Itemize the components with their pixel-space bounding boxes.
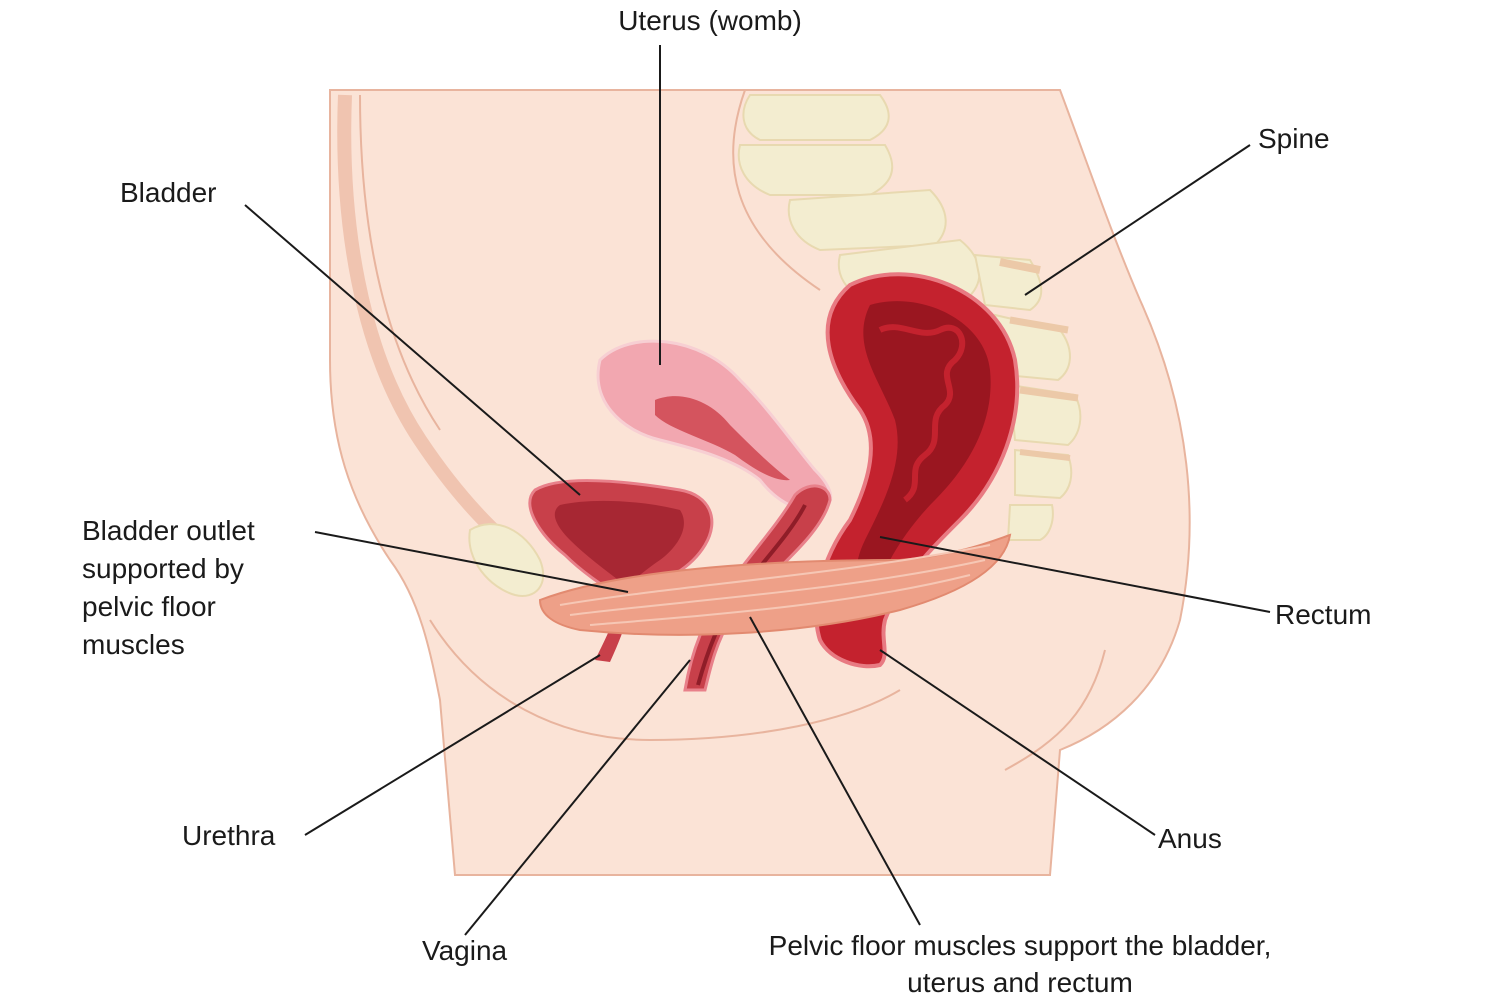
- label-bladder-outlet-3: pelvic floor: [82, 591, 216, 622]
- label-pelvic-floor-1: Pelvic floor muscles support the bladder…: [769, 930, 1272, 961]
- vertebra-joint: [1009, 316, 1069, 334]
- label-pelvic-floor-2: uterus and rectum: [907, 967, 1133, 998]
- pelvic-cavity-line: [732, 89, 821, 291]
- muscle-fiber: [559, 544, 991, 606]
- vertebra: [1006, 504, 1054, 541]
- leader-vagina: [464, 659, 691, 936]
- label-uterus: Uterus (womb): [618, 5, 802, 36]
- vertebra-joint: [999, 258, 1041, 274]
- leader-bladder: [244, 204, 581, 496]
- label-bladder-outlet-2: supported by: [82, 553, 244, 584]
- label-rectum: Rectum: [1275, 599, 1371, 630]
- muscle-fiber: [589, 574, 971, 626]
- bladder-inner: [554, 500, 684, 585]
- buttock-fold: [1004, 649, 1106, 771]
- label-vagina: Vagina: [422, 935, 508, 966]
- vertebra: [742, 94, 890, 141]
- label-urethra: Urethra: [182, 820, 276, 851]
- label-spine: Spine: [1258, 123, 1330, 154]
- vertebra-joint: [1019, 386, 1079, 402]
- leader-bladder-outlet: [314, 531, 629, 593]
- vertebra-joint: [1019, 449, 1071, 461]
- leader-lines: [244, 45, 1271, 936]
- pubic-bone: [468, 523, 545, 597]
- rectum-folds: [878, 324, 966, 503]
- spine: [737, 94, 1082, 541]
- leader-anus: [879, 649, 1156, 836]
- labels: Uterus (womb) Spine Bladder Bladder outl…: [82, 5, 1371, 998]
- thigh-fold: [429, 619, 901, 742]
- abdominal-wall-inner: [359, 94, 441, 431]
- label-bladder: Bladder: [120, 177, 217, 208]
- vertebra: [737, 144, 894, 196]
- muscle-fiber: [569, 559, 986, 616]
- leader-spine: [1024, 144, 1251, 296]
- vertebra: [787, 188, 947, 252]
- muscle-band: [538, 533, 1012, 636]
- pelvic-floor-muscles: [538, 533, 1012, 636]
- leader-rectum: [879, 536, 1271, 613]
- label-anus: Anus: [1158, 823, 1222, 854]
- uterus-cavity: [655, 396, 790, 481]
- label-bladder-outlet-4: muscles: [82, 629, 185, 660]
- leader-pelvic-floor: [749, 616, 921, 926]
- leader-urethra: [304, 654, 601, 836]
- label-bladder-outlet-1: Bladder outlet: [82, 515, 255, 546]
